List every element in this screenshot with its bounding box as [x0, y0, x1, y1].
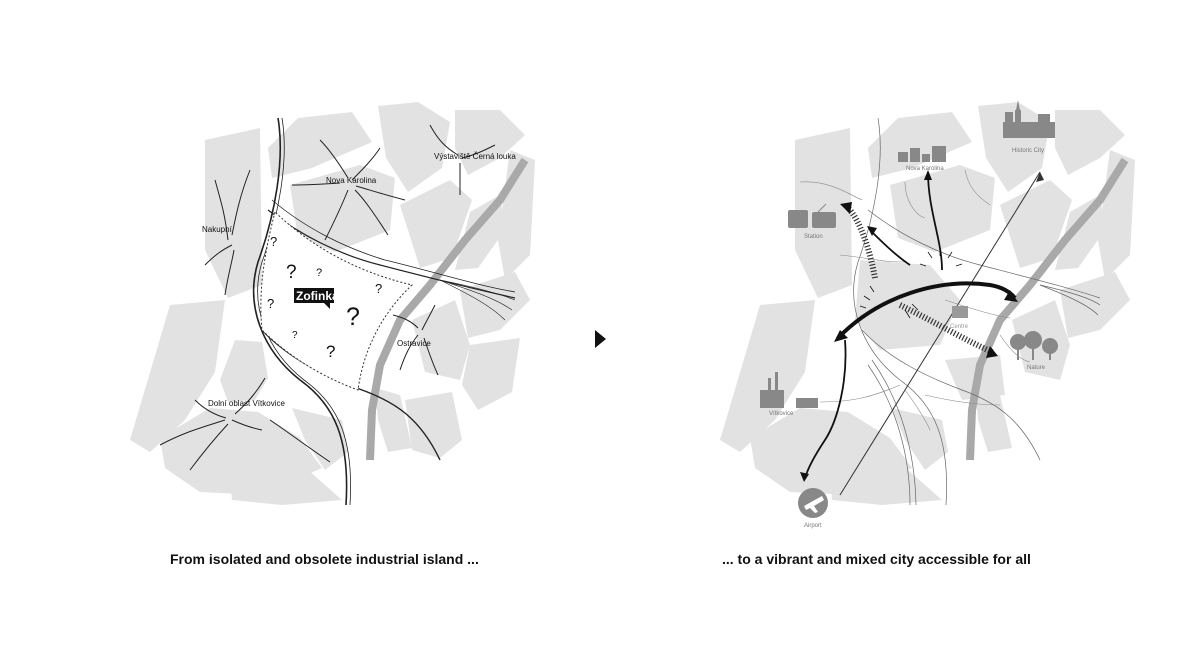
- vitkovice-industry-icon: [760, 372, 818, 408]
- label-vitkovice: Vítkovice: [769, 411, 794, 417]
- station-icon: [788, 203, 836, 228]
- question-mark: ?: [267, 296, 274, 311]
- question-mark: ?: [375, 281, 382, 296]
- right-map: Historic City Nova Karolina Station Cent…: [720, 100, 1135, 529]
- right-thin-connections: [799, 169, 1031, 431]
- main-connection-arc: [836, 281, 1017, 340]
- left-question-marks: ? ? ? ? ? ? ? ?: [267, 234, 382, 361]
- label-nova-karolina-right: Nova Karolina: [906, 166, 944, 172]
- question-mark: ?: [316, 267, 322, 279]
- zofinka-label-pointer: [324, 303, 330, 309]
- caption-left: From isolated and obsolete industrial is…: [170, 551, 479, 567]
- caption-right: ... to a vibrant and mixed city accessib…: [722, 551, 1031, 567]
- label-vystaviste: Výstaviště Černá louka: [434, 152, 516, 161]
- left-river-band: [366, 157, 529, 461]
- arrowhead-west: [867, 226, 877, 236]
- left-island-boundary: [260, 211, 414, 391]
- historic-city-icon: [1003, 100, 1055, 138]
- zofinka-label: Zofinka: [296, 289, 339, 303]
- burst-marks: [859, 250, 963, 319]
- question-mark: ?: [292, 330, 298, 341]
- airplane-icon: [804, 496, 824, 513]
- arc-arrowhead-right: [1004, 290, 1018, 302]
- left-map: ? ? ? ? ? ? ? ? Zofinka Nakupní Nova Kar…: [130, 102, 535, 506]
- label-ostravice: Ostravice: [397, 339, 431, 348]
- transition-arrow-icon: [595, 330, 606, 348]
- hatched-arrowhead-nature: [986, 346, 998, 358]
- label-centre: Centre: [950, 324, 969, 330]
- label-airport: Airport: [804, 523, 822, 529]
- label-historic-city: Historic City: [1012, 148, 1044, 154]
- hatched-arrow-to-nature: [898, 302, 994, 355]
- diagonal-axis-line: [839, 171, 1041, 496]
- question-mark: ?: [326, 342, 335, 361]
- label-dolni-oblast: Dolní oblast Vítkovice: [208, 399, 285, 408]
- label-station: Station: [804, 234, 823, 240]
- arc-arrowhead-left: [834, 330, 848, 342]
- right-river-band: [966, 157, 1129, 461]
- question-mark: ?: [286, 262, 297, 283]
- left-city-blocks: [130, 102, 535, 505]
- label-nakupni: Nakupní: [202, 225, 233, 234]
- arrowhead-airport: [800, 472, 809, 482]
- right-city-blocks: [720, 102, 1135, 505]
- right-railways: [853, 117, 1101, 506]
- hatched-arrowhead-station: [840, 202, 852, 214]
- centre-icon: [952, 306, 968, 318]
- hatched-arrow-to-station: [845, 205, 878, 279]
- left-flow-arrows: [159, 124, 496, 471]
- question-mark: ?: [346, 303, 360, 331]
- question-mark: ?: [270, 234, 277, 249]
- arrowhead-nova-karolina: [924, 170, 932, 180]
- label-nova-karolina: Nova Karolina: [326, 176, 377, 185]
- zofinka-label-box: [294, 288, 334, 303]
- label-nature: Nature: [1027, 365, 1046, 371]
- diagonal-axis-arrowhead: [1036, 172, 1044, 182]
- nature-icon: [1010, 331, 1058, 360]
- nova-karolina-icon: [898, 146, 946, 162]
